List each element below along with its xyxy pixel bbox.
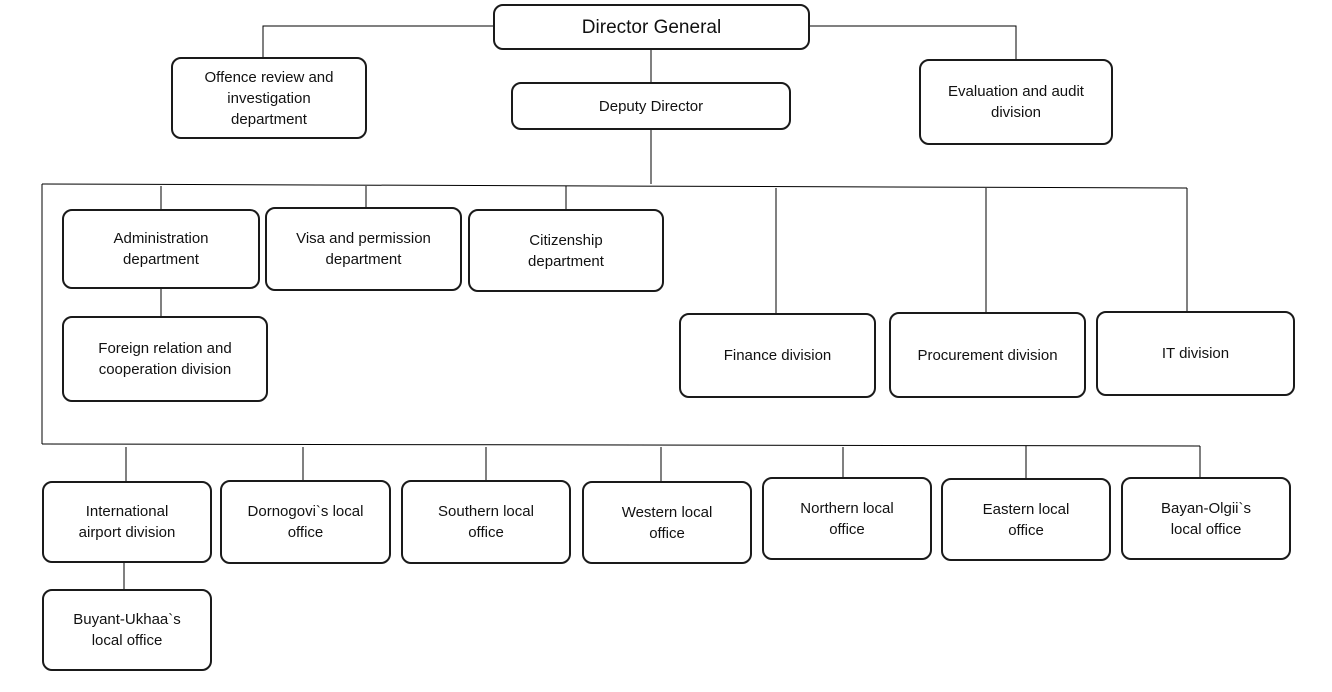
offence-review-box: Offence review and investigation departm…: [171, 57, 367, 139]
western-label: Western local office: [621, 503, 713, 542]
southern-label: Southern local office: [438, 503, 534, 541]
foreign-relation-label: Foreign relation and cooperation divisio…: [98, 340, 232, 378]
buyant-ukhaa-box: Buyant-Ukhaa`s local office: [42, 589, 212, 671]
bayan-olgii-box: Bayan-Olgii`s local office: [1121, 477, 1291, 560]
foreign-relation-box: Foreign relation and cooperation divisio…: [62, 316, 268, 402]
finance-label: Finance division: [723, 347, 832, 364]
administration-label: Administration department: [113, 230, 209, 268]
connector-dg-evaluation: [810, 25, 1017, 59]
bayan-olgii-label: Bayan-Olgii`s local office: [1160, 499, 1252, 538]
evaluation-audit-box: Evaluation and audit division: [919, 59, 1113, 145]
southern-box: Southern local office: [401, 480, 571, 564]
procurement-label: Procurement division: [917, 346, 1058, 364]
it-box: IT division: [1096, 311, 1295, 396]
deputy-director-label: Deputy Director: [598, 97, 704, 115]
visa-permission-box: Visa and permission department: [265, 207, 462, 291]
western-box: Western local office: [582, 481, 752, 564]
international-airport-box: International airport division: [42, 481, 212, 563]
connector-dg-offence: [262, 25, 494, 57]
eastern-box: Eastern local office: [941, 478, 1111, 561]
deputy-director-box: Deputy Director: [511, 82, 791, 130]
procurement-box: Procurement division: [889, 312, 1086, 398]
offence-review-label: Offence review and investigation departm…: [204, 68, 334, 128]
citizenship-label: Citizenship department: [528, 231, 604, 270]
connector-upper-bus: [41, 183, 1188, 189]
director-general-box: Director General: [493, 4, 810, 50]
eastern-label: Eastern local office: [982, 500, 1070, 539]
buyant-ukhaa-label: Buyant-Ukhaa`s local office: [73, 611, 181, 649]
visa-permission-label: Visa and permission department: [296, 230, 431, 268]
it-label: IT division: [1161, 345, 1230, 362]
administration-box: Administration department: [62, 209, 260, 289]
international-airport-label: International airport division: [78, 503, 176, 541]
northern-box: Northern local office: [762, 477, 932, 560]
connector-lower-bus: [41, 443, 1201, 447]
director-general-label: Director General: [581, 16, 722, 38]
citizenship-box: Citizenship department: [468, 209, 664, 292]
dornogovi-box: Dornogovi`s local office: [220, 480, 391, 564]
evaluation-audit-label: Evaluation and audit division: [948, 83, 1084, 121]
finance-box: Finance division: [679, 313, 876, 398]
northern-label: Northern local office: [800, 499, 894, 538]
dornogovi-label: Dornogovi`s local office: [247, 503, 364, 541]
